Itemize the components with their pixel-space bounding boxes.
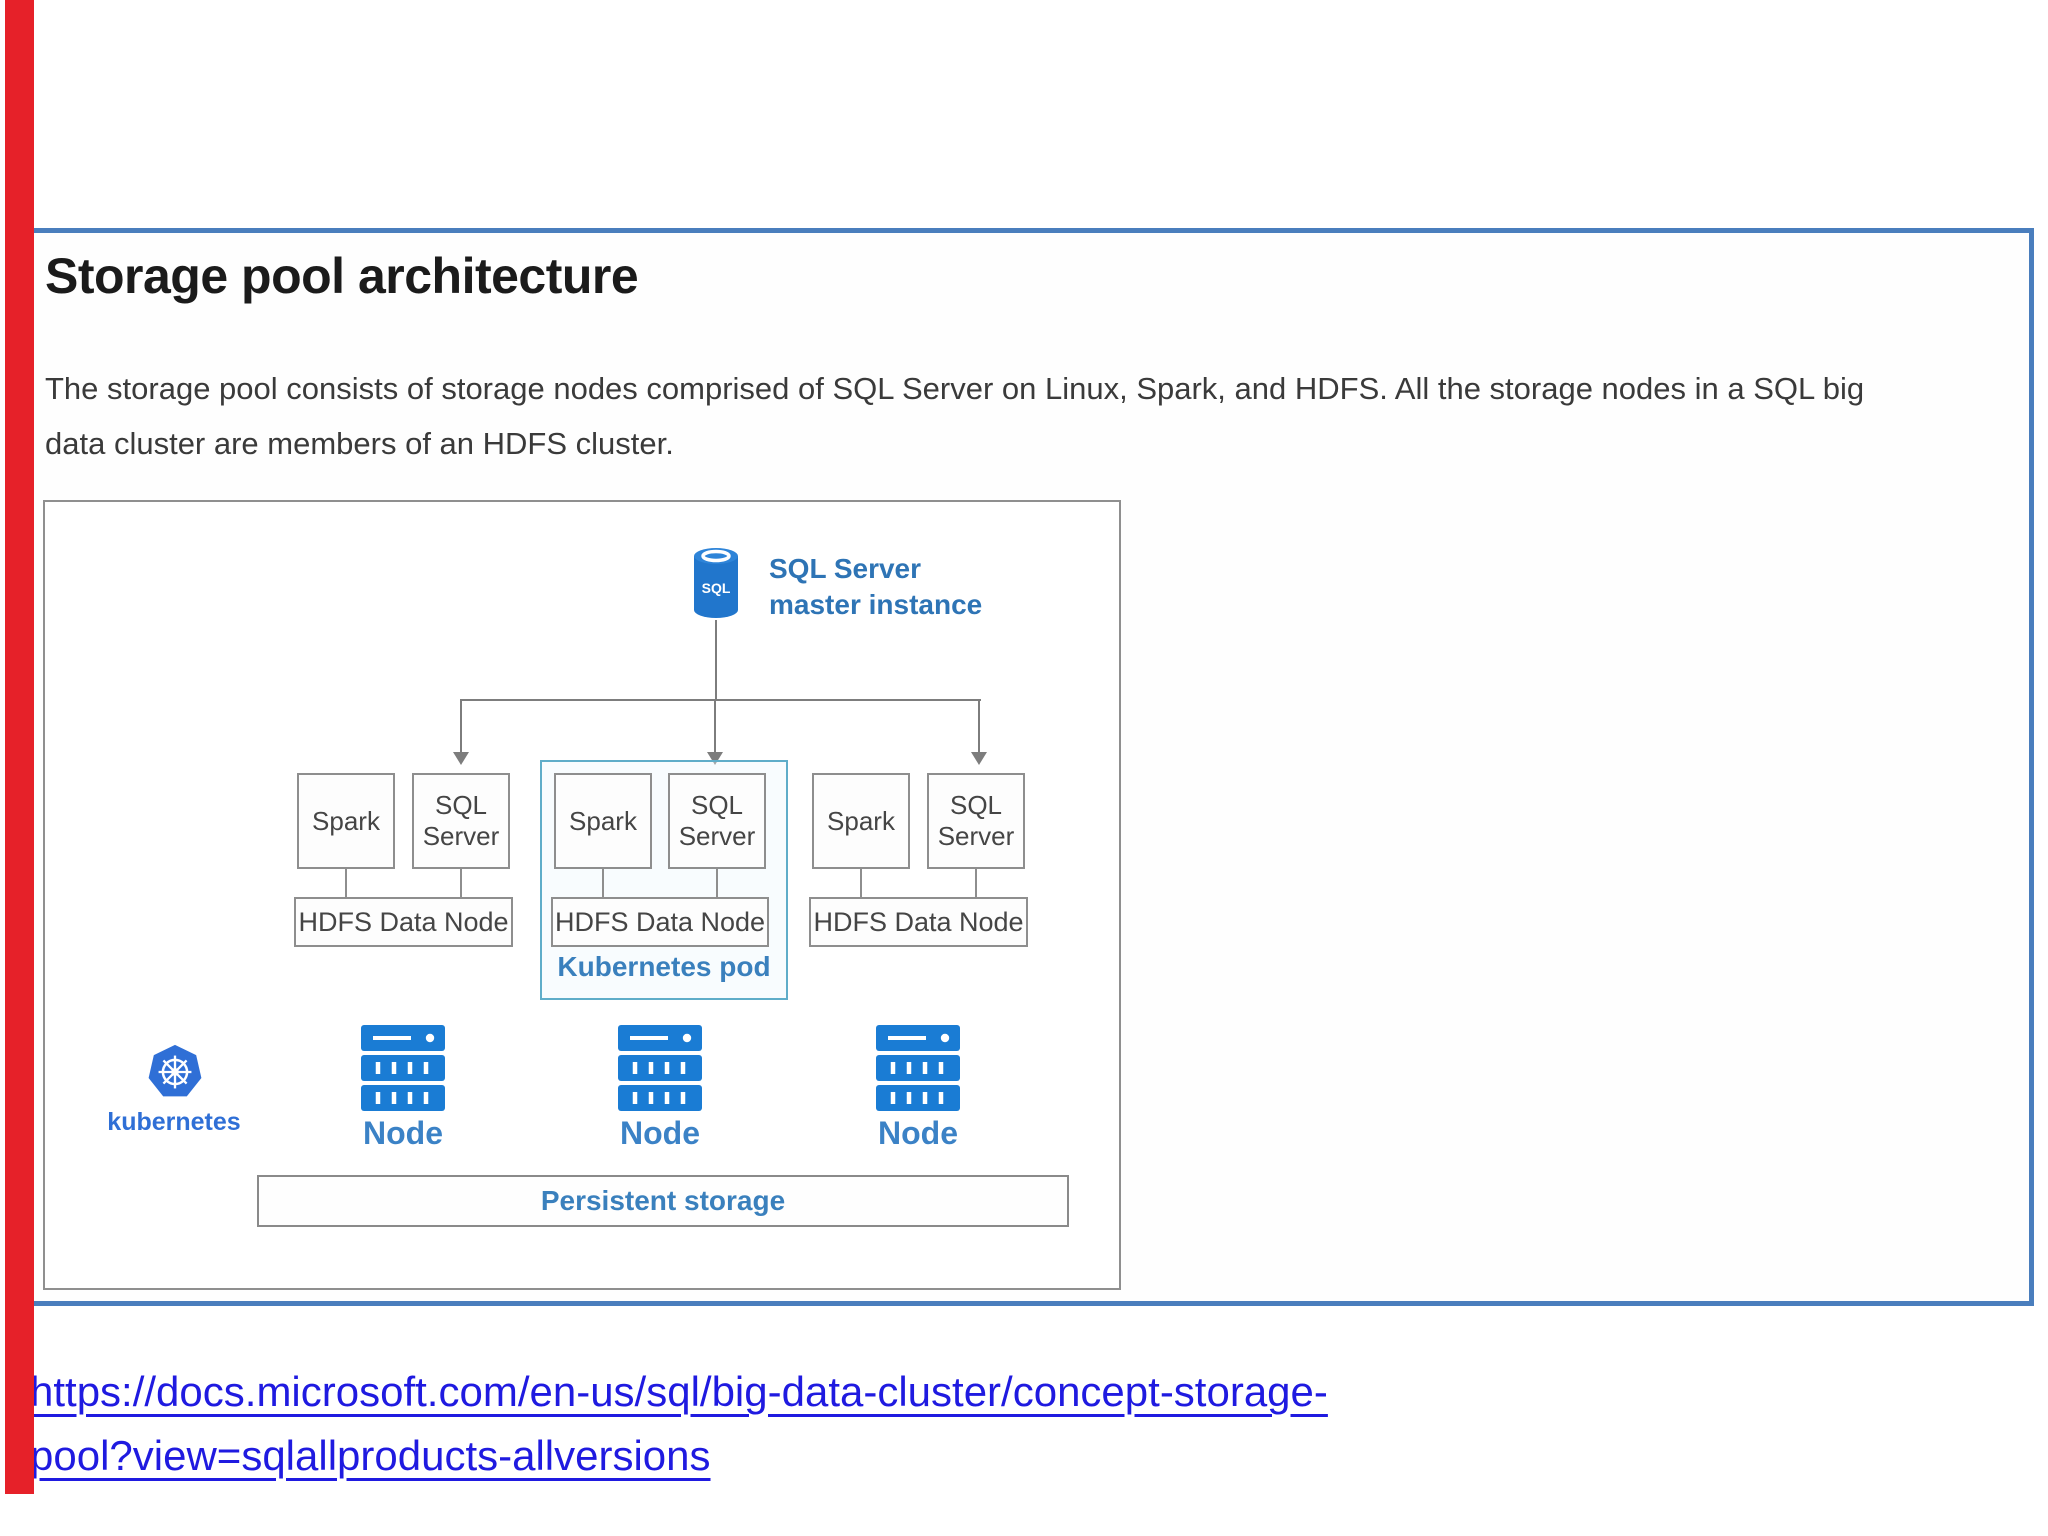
node-label-1: Node bbox=[363, 1115, 443, 1151]
arrow-line-center bbox=[714, 699, 716, 755]
kubernetes-label: kubernetes bbox=[107, 1108, 241, 1136]
sql-server-box-1: SQL Server bbox=[412, 773, 510, 869]
stub-line bbox=[860, 869, 862, 897]
arrow-line-right bbox=[978, 699, 980, 755]
stub-line bbox=[345, 869, 347, 897]
sql-icon-text: SQL bbox=[702, 580, 731, 596]
documentation-link-line2[interactable]: pool?view=sqlallproducts-allversions bbox=[30, 1432, 711, 1479]
hdfs-data-node-box-2: HDFS Data Node bbox=[551, 897, 769, 947]
hdfs-data-node-box-3: HDFS Data Node bbox=[809, 897, 1028, 947]
architecture-diagram: SQL SQL Server master instance Kubernete… bbox=[43, 500, 1121, 1290]
page-title: Storage pool architecture bbox=[45, 248, 639, 304]
node-server-icon-1 bbox=[361, 1025, 445, 1111]
documentation-link[interactable]: https://docs.microsoft.com/en-us/sql/big… bbox=[30, 1360, 1328, 1488]
spark-box-2: Spark bbox=[554, 773, 652, 869]
intro-paragraph: The storage pool consists of storage nod… bbox=[45, 361, 2010, 471]
arrow-line-left bbox=[460, 699, 462, 755]
persistent-storage-bar: Persistent storage bbox=[257, 1175, 1069, 1227]
spark-box-1: Spark bbox=[297, 773, 395, 869]
documentation-link-line1[interactable]: https://docs.microsoft.com/en-us/sql/big… bbox=[30, 1368, 1328, 1415]
arrowhead-right bbox=[971, 752, 987, 765]
content-panel: Storage pool architecture The storage po… bbox=[12, 228, 2034, 1306]
kubernetes-icon bbox=[148, 1044, 202, 1097]
stub-line bbox=[716, 869, 718, 897]
node-label-3: Node bbox=[878, 1115, 958, 1151]
sql-server-cylinder-icon: SQL bbox=[694, 548, 738, 618]
spark-box-3: Spark bbox=[812, 773, 910, 869]
master-connector-line bbox=[715, 620, 717, 699]
arrowhead-left bbox=[453, 752, 469, 765]
stub-line bbox=[460, 869, 462, 897]
master-instance-label: SQL Server master instance bbox=[769, 553, 983, 620]
kubernetes-pod-label: Kubernetes pod bbox=[557, 951, 771, 982]
stub-line bbox=[975, 869, 977, 897]
hdfs-data-node-box-1: HDFS Data Node bbox=[294, 897, 513, 947]
node-label-2: Node bbox=[620, 1115, 700, 1151]
sql-server-box-3: SQL Server bbox=[927, 773, 1025, 869]
red-edge-bar bbox=[5, 0, 34, 1494]
stub-line bbox=[602, 869, 604, 897]
sql-server-box-2: SQL Server bbox=[668, 773, 766, 869]
node-server-icon-3 bbox=[876, 1025, 960, 1111]
intro-paragraph-line2: data cluster are members of an HDFS clus… bbox=[45, 426, 674, 461]
node-server-icon-2 bbox=[618, 1025, 702, 1111]
intro-paragraph-line1: The storage pool consists of storage nod… bbox=[45, 371, 1865, 406]
branch-line bbox=[461, 699, 981, 701]
